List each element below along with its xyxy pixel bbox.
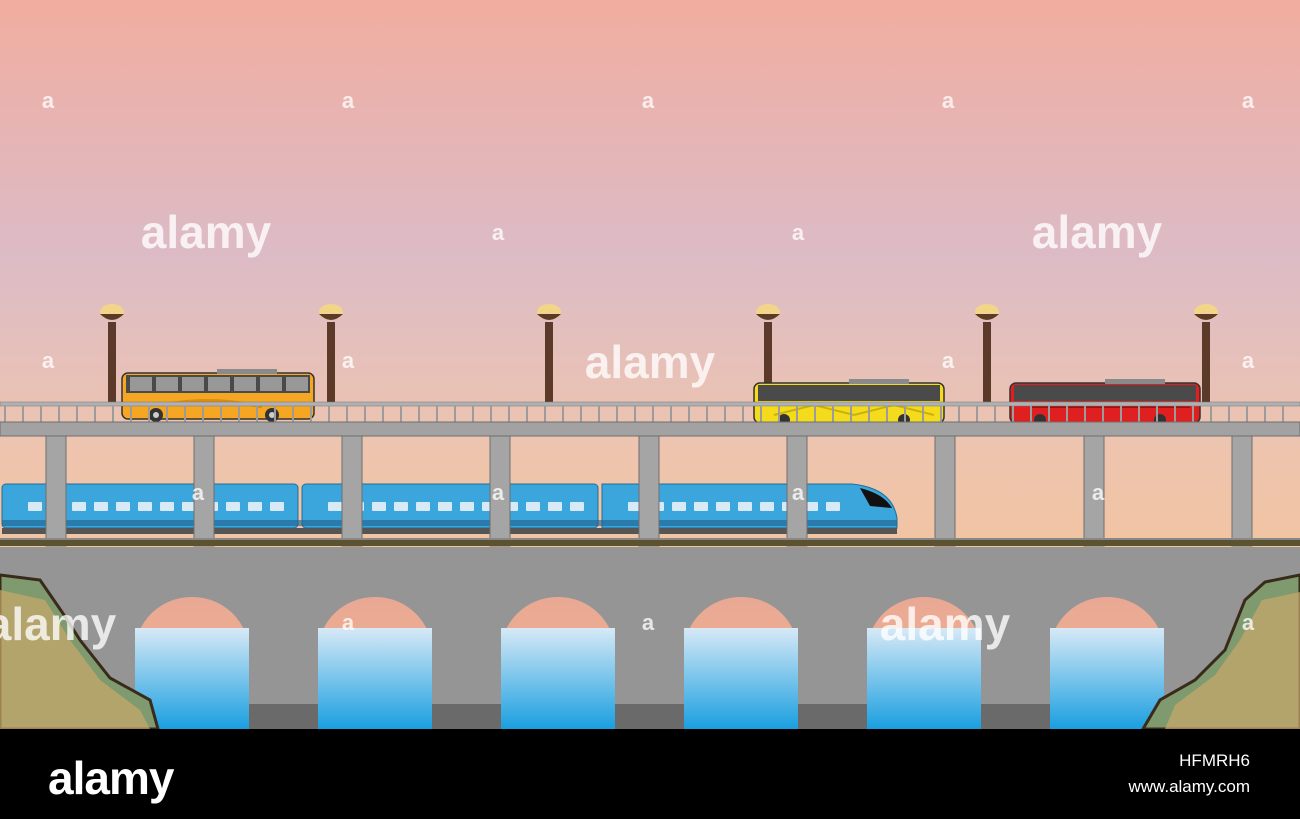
footer-image-id: HFMRH6 [1179,751,1250,770]
watermark-mark: a [42,88,55,113]
viaduct-arches [135,597,1164,729]
arch-opening [867,597,981,729]
watermark-logo: alamy [880,598,1011,650]
watermark-mark: a [342,610,355,635]
street-lamp-icon [756,304,780,404]
watermark-mark: a [642,610,655,635]
street-lamp-icon [1194,304,1218,404]
arch-opening [318,597,432,729]
bridge-railing [0,401,1300,422]
street-lamp-icon [975,304,999,404]
watermark-mark: a [1242,348,1255,373]
bridge-column [934,435,956,547]
watermark-logo: alamy [585,336,716,388]
watermark-mark: a [1242,88,1255,113]
watermark-logos: alamy alamy alamy alamy alamy [0,206,1163,650]
arch-opening [1050,597,1164,729]
upper-deck [0,421,1300,437]
footer-bar: alamy HFMRH6 www.alamy.com [0,729,1300,819]
watermark-mark: a [342,88,355,113]
watermark-mark: a [942,348,955,373]
high-speed-train [1,483,898,534]
arch-opening [684,597,798,729]
footer-logo: alamy [48,752,174,804]
bridge-column [341,435,363,547]
street-lamp-icon [537,304,561,404]
footer-url: www.alamy.com [1128,777,1250,796]
watermark-mark: a [792,480,805,505]
watermark-mark: a [1242,610,1255,635]
watermark-mark: a [342,348,355,373]
railway-track [0,540,1300,546]
watermark-mark: a [792,220,805,245]
bridge-column [638,435,660,547]
watermark-mark: a [42,348,55,373]
watermark-mark: a [492,480,505,505]
watermark-small-marks: a a a a a a a a a a a a a a a a a a [42,88,1255,635]
arch-opening [501,597,615,729]
bridge-column [45,435,67,547]
watermark-logo: alamy [1032,206,1163,258]
watermark-logo: alamy [0,598,117,650]
street-lamp-icon [100,304,124,404]
street-lamps [100,304,1218,404]
bridge-column [1231,435,1253,547]
watermark-logo: alamy [141,206,272,258]
street-lamp-icon [319,304,343,404]
watermark-mark: a [942,88,955,113]
watermark-mark: a [192,480,205,505]
watermark-mark: a [642,88,655,113]
bridge-columns [45,435,1253,547]
bus-orange [121,369,315,422]
watermark-mark: a [1092,480,1105,505]
watermark-mark: a [492,220,505,245]
